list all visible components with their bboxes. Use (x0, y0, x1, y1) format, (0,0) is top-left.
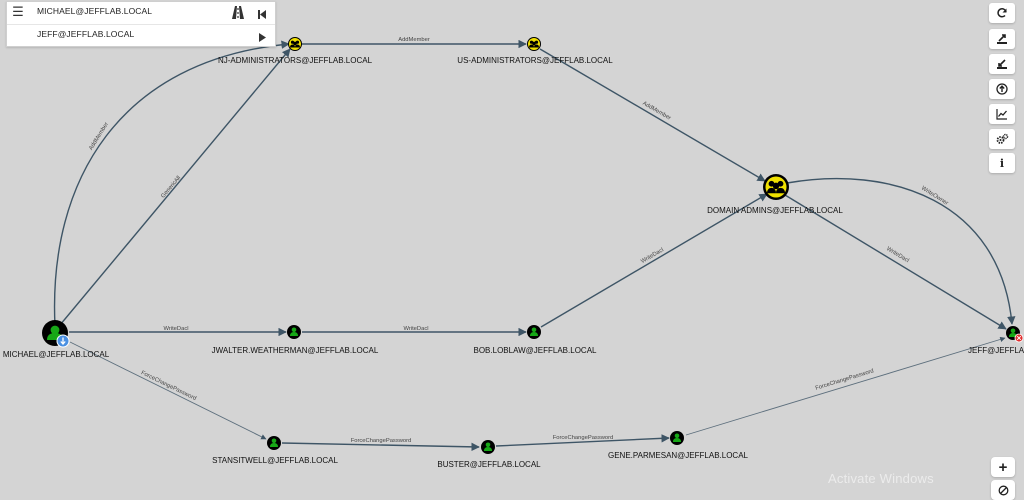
upload-icon (996, 83, 1008, 95)
node-stansitwell[interactable] (267, 436, 281, 450)
node-jwalter[interactable] (287, 325, 301, 339)
import-icon (997, 59, 1007, 69)
activate-windows-watermark: Activate Windows (828, 471, 934, 486)
node-label-michael: MICHAEL@JEFFLAB.LOCAL (3, 350, 110, 359)
export-icon (997, 34, 1007, 44)
node-buster[interactable] (481, 440, 495, 454)
node-label-domain-admins: DOMAIN ADMINS@JEFFLAB.LOCAL (707, 206, 843, 215)
edge-da-jeff-writeowner[interactable] (786, 177, 1016, 325)
zoom-in-button[interactable]: + (991, 457, 1015, 477)
search-row-target[interactable]: JEFF@JEFFLAB.LOCAL (7, 25, 275, 47)
node-label-jeff: JEFF@JEFFLAB.LOCAL (968, 346, 1024, 355)
edge-label-nj-us-addmember: AddMember (398, 37, 430, 43)
edge-label-buster-gene-fcp: ForceChangePassword (553, 435, 614, 441)
about-button[interactable]: i (989, 153, 1015, 173)
edge-label-michael-nj-genericall: GenericAll (160, 175, 182, 199)
node-nj-admins[interactable] (288, 37, 302, 51)
edge-label-michael-stan-fcp: ForceChangePassword (140, 370, 197, 402)
node-label-stansitwell: STANSITWELL@JEFFLAB.LOCAL (212, 456, 338, 465)
reset-view-button[interactable] (991, 480, 1015, 500)
ban-icon (998, 485, 1008, 495)
edge-label-da-jeff-writedacl: WriteDacl (885, 246, 910, 264)
edge-michael-stan-fcp[interactable] (69, 341, 267, 440)
edges (53, 39, 1016, 452)
edge-buster-gene-fcp[interactable] (495, 434, 670, 447)
queries-button[interactable] (989, 104, 1015, 124)
node-gene[interactable] (670, 431, 684, 445)
refresh-button[interactable] (989, 3, 1015, 23)
node-label-jwalter: JWALTER.WEATHERMAN@JEFFLAB.LOCAL (212, 346, 379, 355)
edge-label-jwalter-bob-writedacl: WriteDacl (403, 326, 428, 332)
edge-da-jeff-writedacl[interactable] (784, 194, 1007, 330)
edge-labels: AddMember GenericAll AddMember AddMember… (88, 37, 949, 444)
search-row-start[interactable]: ☰ MICHAEL@JEFFLAB.LOCAL (7, 2, 275, 25)
node-us-admins[interactable] (527, 37, 541, 51)
back-icon[interactable] (257, 7, 267, 19)
edge-michael-nj-genericall[interactable] (59, 48, 291, 326)
owned-badge-icon (56, 334, 70, 348)
hamburger-menu-icon[interactable]: ☰ (12, 4, 24, 19)
edge-stan-buster-fcp[interactable] (281, 442, 480, 452)
import-graph-button[interactable] (989, 54, 1015, 74)
node-domain-admins[interactable] (763, 174, 789, 200)
chart-line-icon (996, 109, 1007, 120)
edge-us-da-addmember[interactable] (539, 48, 766, 182)
edge-label-michael-jwalter-writedacl: WriteDacl (163, 326, 188, 332)
settings-button[interactable] (989, 129, 1015, 149)
refresh-icon (997, 8, 1007, 18)
node-label-nj-admins: NJ-ADMINISTRATORS@JEFFLAB.LOCAL (218, 56, 373, 65)
node-label-bob: BOB.LOBLAW@JEFFLAB.LOCAL (474, 346, 598, 355)
upload-data-button[interactable] (989, 79, 1015, 99)
plus-icon: + (998, 458, 1008, 476)
search-panel: ☰ MICHAEL@JEFFLAB.LOCAL JEFF@JEFFLAB.LOC… (6, 1, 276, 47)
node-label-buster: BUSTER@JEFFLAB.LOCAL (437, 460, 541, 469)
node-michael[interactable] (42, 320, 70, 348)
target-node-input[interactable]: JEFF@JEFFLAB.LOCAL (37, 29, 135, 39)
start-node-input[interactable]: MICHAEL@JEFFLAB.LOCAL (37, 6, 153, 16)
target-badge-icon (1014, 333, 1024, 343)
export-graph-button[interactable] (989, 29, 1015, 49)
play-icon[interactable] (257, 30, 267, 42)
node-bob[interactable] (527, 325, 541, 339)
edge-bob-da-writedacl[interactable] (540, 193, 768, 328)
edge-label-stan-buster-fcp: ForceChangePassword (351, 438, 412, 444)
info-icon: i (999, 156, 1005, 170)
node-jeff[interactable] (1006, 326, 1024, 343)
node-label-us-admins: US-ADMINISTRATORS@JEFFLAB.LOCAL (457, 56, 613, 65)
gears-icon (996, 133, 1008, 144)
edge-gene-jeff-fcp[interactable] (685, 336, 1006, 436)
edge-michael-nj-addmember[interactable] (53, 40, 290, 327)
pathfinding-road-icon[interactable] (231, 5, 245, 20)
node-label-gene: GENE.PARMESAN@JEFFLAB.LOCAL (608, 451, 749, 460)
